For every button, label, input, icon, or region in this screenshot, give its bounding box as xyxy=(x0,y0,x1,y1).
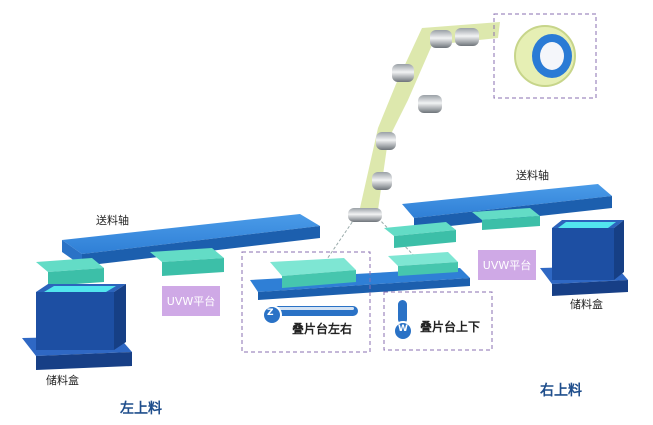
right-storage-box-label: 储料盒 xyxy=(570,298,603,311)
left-storage-box-label: 储料盒 xyxy=(46,374,79,387)
roller-4 xyxy=(418,95,442,113)
left-pickup-head-1 xyxy=(36,258,104,286)
left-feed-axis-label: 送料轴 xyxy=(96,214,129,227)
roller-6 xyxy=(372,172,392,190)
roller-1 xyxy=(430,30,452,48)
film-drop-line-left xyxy=(324,217,356,263)
stacking-table xyxy=(250,252,470,300)
roller-2 xyxy=(455,28,479,46)
right-pickup-head-2 xyxy=(472,208,540,230)
film-reel-frame xyxy=(493,13,597,99)
left-pickup-head-2 xyxy=(150,248,224,276)
film-path xyxy=(360,22,500,210)
left-loading-title: 左上料 xyxy=(120,401,162,417)
left-storage-box xyxy=(22,284,132,370)
right-loading-title: 右上料 xyxy=(540,383,582,399)
right-pickup-head-1 xyxy=(384,222,456,248)
stack-ud-label: 叠片台上下 xyxy=(420,320,481,334)
stack-ud-frame xyxy=(383,291,493,351)
stack-lr-frame xyxy=(241,251,371,353)
z-axis-badge: Z xyxy=(267,308,274,318)
roller-5 xyxy=(376,132,396,150)
right-storage-box xyxy=(540,220,628,296)
roller-3 xyxy=(392,64,414,82)
w-axis-slider xyxy=(393,300,413,341)
stack-lr-label: 叠片台左右 xyxy=(292,322,353,336)
left-uvw-platform: UVW平台 xyxy=(162,286,220,316)
w-axis-badge: W xyxy=(398,324,408,334)
roller-7 xyxy=(348,208,382,222)
film-reel xyxy=(514,25,576,87)
right-uvw-platform: UVW平台 xyxy=(478,250,536,280)
right-feed-axis-label: 送料轴 xyxy=(516,169,549,182)
z-axis-slider xyxy=(262,305,358,325)
